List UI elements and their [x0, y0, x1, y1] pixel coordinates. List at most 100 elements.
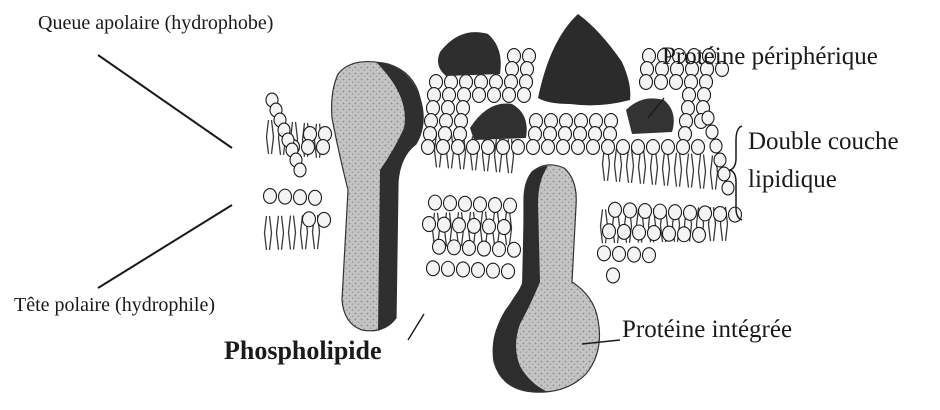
phospholipid-head — [457, 262, 470, 277]
phospholipid-tail — [663, 152, 670, 186]
label-queue-apolaire: Queue apolaire (hydrophobe) — [38, 12, 273, 35]
phospholipid-head — [729, 207, 742, 222]
phospholipid-head — [598, 246, 611, 261]
phospholipid-tail — [651, 151, 658, 185]
phospholipid-head — [452, 140, 465, 155]
phospholipid-head — [482, 140, 495, 155]
label-proteine-peripherique: Protéine périphérique — [662, 43, 878, 71]
phospholipid-head — [613, 246, 626, 261]
phospholipid-head — [692, 140, 705, 155]
phospholipid-tail — [267, 120, 274, 154]
phospholipid-tail — [627, 149, 634, 183]
phospholipid-head — [504, 198, 517, 213]
phospholipid-head — [505, 75, 518, 90]
phospholipid-head — [520, 75, 533, 90]
phospholipid-head — [319, 127, 332, 142]
phospholipid-head — [643, 49, 656, 64]
phospholipid-head — [655, 75, 668, 90]
phospholipid-head — [572, 140, 585, 155]
phospholipid-head — [445, 75, 458, 90]
leader-tete-polaire — [98, 205, 232, 288]
phospholipid-head — [529, 127, 542, 142]
phospholipid-head — [433, 239, 446, 254]
phospholipid-head — [618, 224, 631, 239]
phospholipid-head — [557, 140, 570, 155]
phospholipid-head — [463, 240, 476, 255]
phospholipid-head — [684, 205, 697, 220]
phospholipid-head — [475, 75, 488, 90]
phospholipid-head — [429, 195, 442, 210]
phospholipid-head — [439, 127, 452, 142]
phospholipid-head — [518, 88, 531, 103]
phospholipid-head — [294, 163, 306, 177]
phospholipid-head — [523, 49, 536, 64]
phospholipid-tail — [277, 216, 284, 250]
phospholipid-head — [424, 127, 437, 142]
phospholipid-head — [473, 88, 486, 103]
phospholipid-tail — [265, 216, 272, 250]
phospholipid-head — [503, 88, 516, 103]
phospholipid-head — [442, 261, 455, 276]
phospholipid-head — [589, 127, 602, 142]
phospholipid-head — [459, 196, 472, 211]
phospholipid-head — [508, 242, 521, 257]
peripheral-protein-top-left — [438, 32, 501, 76]
phospholipid-head — [527, 140, 540, 155]
phospholipid-head — [474, 197, 487, 212]
label-lipidique: lipidique — [748, 166, 837, 194]
phospholipid-head — [444, 196, 457, 211]
phospholipid-head — [508, 49, 521, 64]
phospholipid-head — [714, 207, 727, 222]
phospholipid-head — [468, 218, 481, 233]
phospholipid-head — [663, 226, 676, 241]
phospholipid-head — [489, 198, 502, 213]
phospholipid-head — [437, 140, 450, 155]
phospholipid-head — [633, 225, 646, 240]
phospholipid-head — [317, 140, 330, 155]
phospholipid-head — [714, 153, 726, 167]
phospholipid-head — [602, 140, 615, 155]
phospholipid-head — [442, 101, 455, 116]
phospholipid-head — [302, 140, 315, 155]
phospholipid-head — [460, 75, 473, 90]
label-double-couche: Double couche — [748, 128, 899, 156]
phospholipid-tail — [639, 150, 646, 184]
phospholipid-head — [682, 101, 695, 116]
phospholipid-head — [264, 189, 277, 204]
phospholipid-head — [427, 101, 440, 116]
phospholipid-head — [430, 75, 443, 90]
phospholipid-head — [502, 264, 515, 279]
double-couche-brace — [730, 126, 742, 220]
phospholipid-head — [453, 218, 466, 233]
phospholipid-head — [574, 127, 587, 142]
phospholipid-head — [609, 202, 622, 217]
phospholipid-head — [487, 263, 500, 278]
label-proteine-integree: Protéine intégrée — [622, 316, 792, 344]
phospholipid-head — [685, 75, 698, 90]
phospholipid-head — [279, 189, 292, 204]
phospholipid-head — [294, 190, 307, 205]
phospholipid-head — [603, 224, 616, 239]
phospholipid-head — [493, 242, 506, 257]
phospholipid-head — [647, 140, 660, 155]
phospholipid-head — [559, 127, 572, 142]
phospholipid-head — [699, 206, 712, 221]
phospholipid-head — [628, 247, 641, 262]
phospholipid-head — [303, 212, 316, 227]
phospholipid-tail — [289, 216, 296, 250]
phospholipid-head — [512, 140, 525, 155]
phospholipid-head — [718, 167, 730, 181]
phospholipid-head — [640, 75, 653, 90]
phospholipid-head — [662, 140, 675, 155]
phospholipid-head — [677, 140, 690, 155]
phospholipid-head — [472, 263, 485, 278]
phospholipid-head — [542, 140, 555, 155]
peripheral-protein-top-cone — [538, 14, 630, 105]
phospholipid-head — [678, 227, 691, 242]
phospholipid-head — [304, 127, 317, 142]
phospholipid-head — [643, 248, 656, 263]
phospholipid-head — [607, 268, 620, 283]
phospholipid-head — [318, 212, 331, 227]
phospholipid-head — [448, 240, 461, 255]
phospholipid-head — [488, 88, 501, 103]
